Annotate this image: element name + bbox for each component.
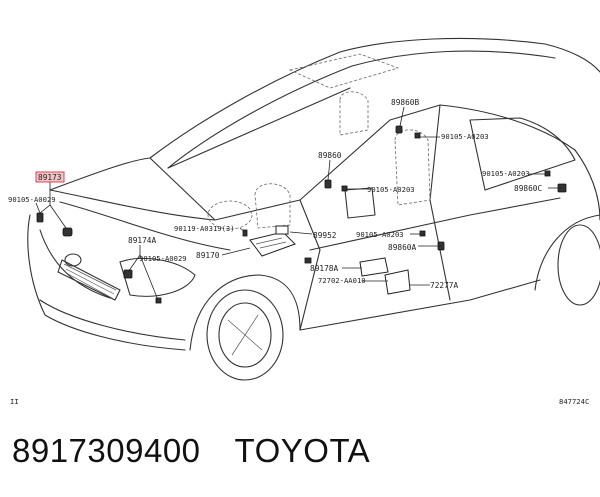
part-number: 8917309400: [12, 432, 201, 469]
callout-89173-highlight: [35, 171, 65, 183]
callout-89173[interactable]: 89173: [38, 173, 62, 182]
callout-72702-aa010[interactable]: 72702-AA010: [318, 276, 366, 285]
callout-90105-a0203-top[interactable]: 90105-A0203: [441, 132, 489, 141]
callout-89860a[interactable]: 89860A: [388, 243, 416, 252]
part-caption: 8917309400 TOYOTA: [12, 432, 370, 470]
callout-labels: 89173 90105-A0029 89860B 90105-A0203 898…: [8, 98, 542, 290]
brand-name: TOYOTA: [234, 432, 371, 469]
callout-90105-a0203-mid[interactable]: 90105-A0203: [367, 185, 415, 194]
callout-89952[interactable]: 89952: [313, 231, 337, 240]
callout-72277a[interactable]: 72277A: [430, 281, 458, 290]
callout-89860b[interactable]: 89860B: [391, 98, 419, 107]
callout-89860[interactable]: 89860: [318, 151, 342, 160]
callout-90119-a0319[interactable]: 90119-A0319(3): [174, 224, 235, 233]
callout-90105-a0029-left[interactable]: 90105-A0029: [8, 195, 56, 204]
callout-90105-a0029-low[interactable]: 90105-A0029: [139, 254, 187, 263]
part-symbols: [36, 125, 567, 304]
callout-90105-a0203-low[interactable]: 90105-A0203: [356, 230, 404, 239]
car-outline: [27, 37, 600, 381]
callout-89174a[interactable]: 89174A: [128, 236, 156, 245]
callout-90105-a0203-right[interactable]: 90105-A0203: [482, 169, 530, 178]
callout-89170[interactable]: 89170: [196, 251, 220, 260]
corner-mark-left: II: [10, 397, 19, 406]
figure-id: 847724C: [559, 397, 589, 406]
callout-89860c[interactable]: 89860C: [514, 184, 542, 193]
leader-lines: [35, 106, 562, 301]
callout-89178a[interactable]: 89178A: [310, 264, 338, 273]
